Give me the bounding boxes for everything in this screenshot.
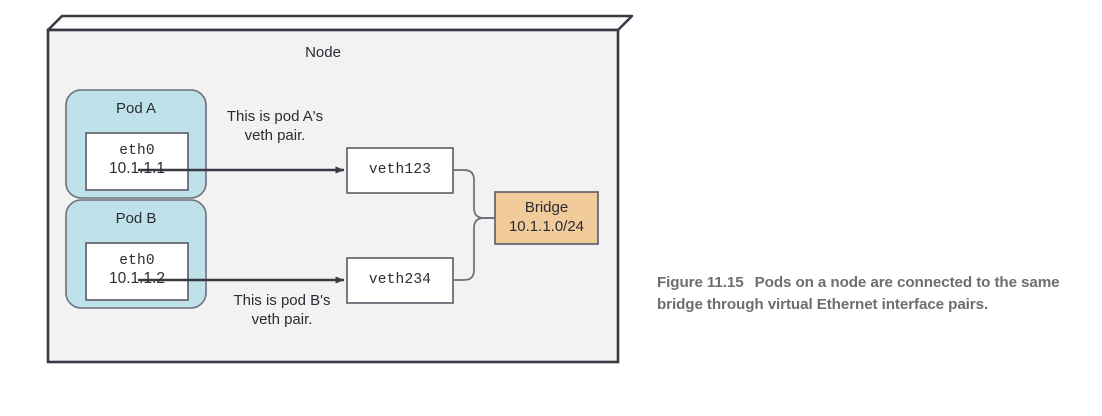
pod-a-title: Pod A — [115, 100, 157, 117]
figure-caption-text: Pods on a node are connected to the same… — [657, 274, 1060, 313]
pod-b-eth0-text: eth0 10.1.1.2 — [86, 253, 188, 288]
bridge-cidr: 10.1.1.0/24 — [508, 218, 585, 235]
pod-b-interface-name: eth0 — [119, 253, 155, 269]
bridge-text: Bridge 10.1.1.0/24 — [495, 199, 598, 235]
pod-b-ip-address: 10.1.1.2 — [108, 270, 166, 287]
pod-a-eth0-text: eth0 10.1.1.1 — [86, 143, 188, 178]
figure-caption-number: Figure 11.15 — [657, 274, 744, 291]
node-label: Node — [305, 44, 341, 61]
pod-a-annotation: This is pod A's veth pair. — [226, 108, 324, 144]
bridge-connector-a — [453, 169, 495, 219]
bridge-connector-b — [453, 217, 495, 281]
veth123-box — [346, 147, 454, 194]
pod-b-title: Pod B — [115, 210, 157, 227]
pod-a-interface-name: eth0 — [119, 143, 155, 159]
pod-a-ip-address: 10.1.1.1 — [108, 160, 166, 177]
bridge-title: Bridge — [524, 199, 569, 216]
veth234-label: veth234 — [368, 272, 432, 288]
veth234-box — [346, 257, 454, 304]
veth123-label: veth123 — [368, 162, 432, 178]
pod-a-eth0-box — [85, 132, 189, 191]
pod-b-annotation: This is pod B's veth pair. — [233, 292, 331, 328]
node-top-bevel — [46, 14, 634, 32]
pod-b-eth0-box — [85, 242, 189, 301]
